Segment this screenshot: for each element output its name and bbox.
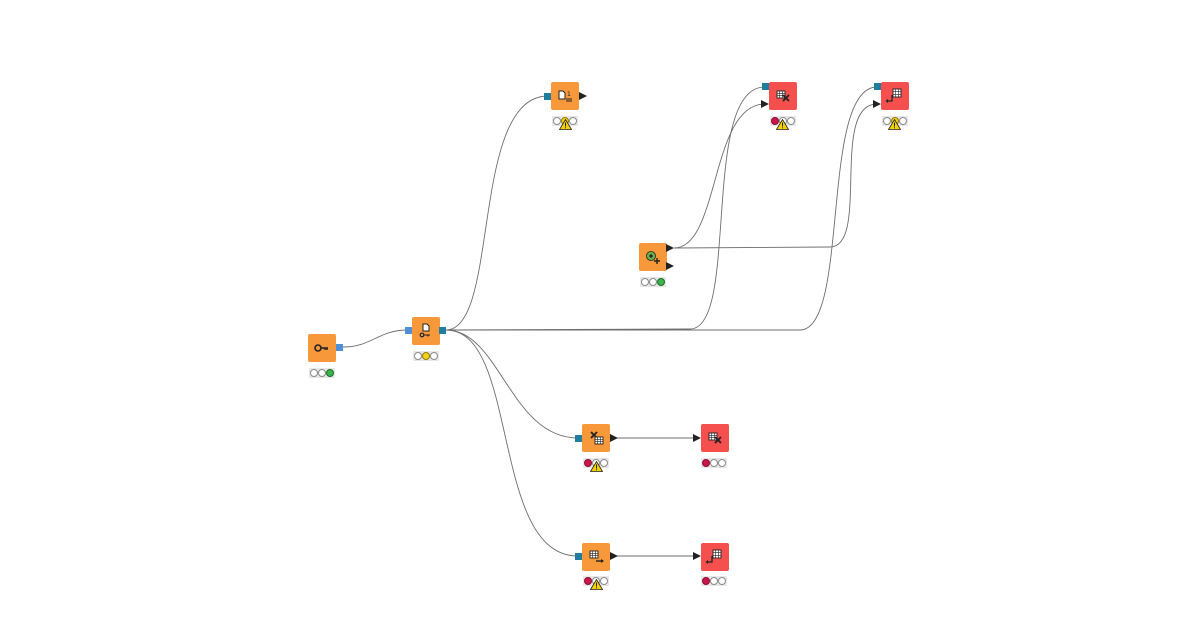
metadata-input-port[interactable]	[544, 93, 551, 100]
table-writer-top-input-port[interactable]	[874, 83, 881, 90]
delete-table-mid-node[interactable]	[582, 424, 610, 452]
table-delete-icon	[776, 90, 790, 102]
file-reader-input-port[interactable]	[405, 327, 412, 334]
connection-file-reader-to-delete-table-mid[interactable]	[445, 329, 579, 439]
credentials-node[interactable]	[308, 334, 336, 362]
status-light-yellow	[422, 352, 430, 360]
file-reader-node[interactable]	[412, 317, 440, 345]
table-writer-icon	[589, 550, 604, 563]
status-light-red	[771, 117, 779, 125]
write-table-mid-node[interactable]	[582, 543, 610, 571]
warning-icon	[559, 119, 572, 130]
table-delete-icon	[590, 431, 604, 445]
create-connection-output-port-2[interactable]	[666, 262, 674, 270]
flow-input-port[interactable]	[761, 100, 769, 108]
write-table-mid-input-port[interactable]	[575, 553, 582, 560]
connection-file-reader-to-table-delete-top[interactable]	[445, 86, 766, 331]
connection-file-reader-to-write-table-mid[interactable]	[445, 329, 579, 557]
delete-table-end-node[interactable]	[701, 424, 729, 452]
status-light-yellow	[710, 577, 718, 585]
file-reader-output-port[interactable]	[439, 327, 446, 334]
status-light-green	[787, 117, 795, 125]
flow-input-port[interactable]	[693, 552, 701, 560]
connection-file-reader-to-table-writer-top[interactable]	[446, 86, 878, 331]
status-light-yellow	[649, 278, 657, 286]
status-light-red	[310, 369, 318, 377]
status-light-yellow	[318, 369, 326, 377]
status-light-green	[600, 577, 608, 585]
status-light-red	[584, 459, 592, 467]
table-delete-top-node[interactable]	[769, 82, 797, 110]
metadata-reader-node[interactable]: 1	[551, 82, 579, 110]
status-light-green	[718, 577, 726, 585]
table-writer-icon	[885, 88, 902, 103]
status-lights	[701, 458, 727, 468]
create-connection-node[interactable]	[639, 243, 667, 271]
warning-icon	[776, 119, 789, 130]
delete-table-mid-output-port[interactable]	[610, 434, 618, 442]
status-lights	[309, 368, 335, 378]
flow-input-port[interactable]	[873, 100, 881, 108]
connection-credentials-to-file-reader[interactable]	[342, 329, 409, 348]
connection-file-reader-to-metadata[interactable]	[445, 95, 549, 331]
connection-connection-to-table-delete-top[interactable]	[673, 103, 766, 249]
svg-text:1: 1	[567, 91, 571, 98]
file-reader-icon	[419, 323, 430, 338]
warning-icon	[590, 579, 603, 590]
credentials-output-port[interactable]	[336, 344, 343, 351]
flow-input-port[interactable]	[693, 434, 701, 442]
create-connection-output-port-1[interactable]	[666, 244, 674, 252]
connection-connection-to-table-writer-top[interactable]	[673, 103, 878, 249]
delete-table-mid-input-port[interactable]	[575, 435, 582, 442]
status-light-red	[584, 577, 592, 585]
status-light-red	[883, 117, 891, 125]
status-light-red	[414, 352, 422, 360]
metadata-icon: 1	[558, 90, 572, 102]
status-light-red	[702, 459, 710, 467]
status-light-green	[657, 278, 665, 286]
status-light-red	[641, 278, 649, 286]
status-light-green	[430, 352, 438, 360]
connection-add-icon	[646, 251, 660, 264]
status-light-green	[718, 459, 726, 467]
status-lights	[701, 576, 727, 586]
status-lights	[413, 351, 439, 361]
warning-icon	[590, 461, 603, 472]
table-writer-top-node[interactable]	[881, 82, 909, 110]
table-writer-icon	[705, 549, 722, 564]
metadata-output-port[interactable]	[579, 92, 587, 100]
write-table-mid-output-port[interactable]	[610, 552, 618, 560]
table-delete-top-input-port[interactable]	[762, 83, 769, 90]
status-light-green	[899, 117, 907, 125]
warning-icon	[888, 119, 901, 130]
status-light-yellow	[710, 459, 718, 467]
key-icon	[314, 344, 328, 352]
table-delete-icon	[708, 432, 722, 444]
write-table-end-node[interactable]	[701, 543, 729, 571]
status-light-green	[326, 369, 334, 377]
status-light-red	[702, 577, 710, 585]
status-lights	[640, 277, 666, 287]
status-light-green	[600, 459, 608, 467]
status-light-red	[553, 117, 561, 125]
status-light-green	[569, 117, 577, 125]
